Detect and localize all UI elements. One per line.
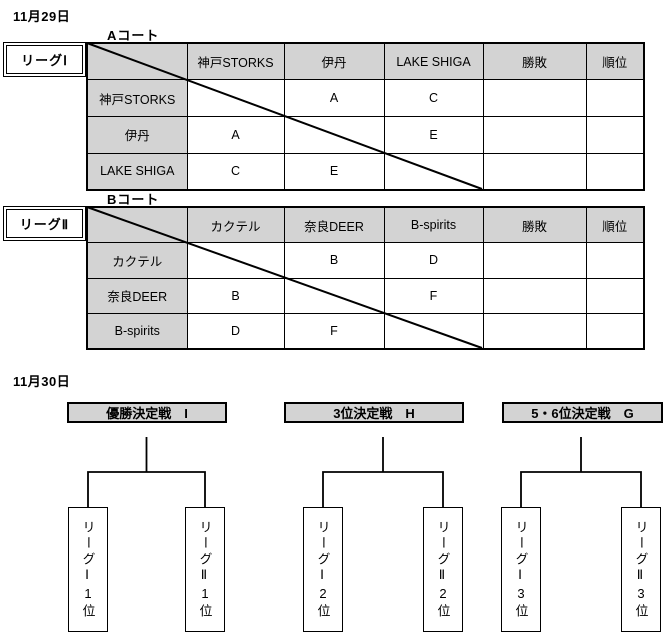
rank-cell xyxy=(585,116,645,154)
column-header: 奈良DEER xyxy=(283,206,385,243)
result-cell xyxy=(482,313,587,350)
table-row: カクテル 奈良DEER B-spirits 勝敗 順位 xyxy=(86,206,645,243)
match-cell: C xyxy=(186,152,285,191)
table-row: 神戸STORKS A C xyxy=(86,79,645,117)
rank-cell xyxy=(585,242,645,279)
match-cell: E xyxy=(283,152,385,191)
column-header: 神戸STORKS xyxy=(186,42,285,81)
final-title-5th-6th-place: 5・6位決定戦 G xyxy=(502,402,663,423)
table-row: 神戸STORKS 伊丹 LAKE SHIGA 勝敗 順位 xyxy=(86,42,645,81)
match-cell: E xyxy=(383,116,484,154)
table-row: 伊丹 A E xyxy=(86,116,645,154)
team-label: 神戸STORKS xyxy=(86,79,188,117)
rank-cell xyxy=(585,79,645,117)
diagonal-cell xyxy=(383,152,484,191)
result-cell xyxy=(482,152,587,191)
result-cell xyxy=(482,277,587,314)
column-header: 勝敗 xyxy=(482,42,587,81)
league2-name-box: リーグⅡ xyxy=(3,206,86,241)
rank-cell xyxy=(585,277,645,314)
diagonal-cell xyxy=(86,42,188,81)
column-header: LAKE SHIGA xyxy=(383,42,484,81)
match-cell: C xyxy=(383,79,484,117)
bracket2-left-slot: リーグⅠ2位 xyxy=(303,507,343,632)
diagonal-cell xyxy=(283,116,385,154)
team-label: カクテル xyxy=(86,242,188,279)
rank-cell xyxy=(585,152,645,191)
rank-cell xyxy=(585,313,645,350)
league1-name-box: リーグⅠ xyxy=(3,42,86,77)
diagonal-cell xyxy=(383,313,484,350)
bracket3-right-slot: リーグⅡ3位 xyxy=(621,507,661,632)
column-header: 順位 xyxy=(585,42,645,81)
date-day1: 11月29日 xyxy=(13,9,71,24)
result-cell xyxy=(482,242,587,279)
bracket3-left-slot: リーグⅠ3位 xyxy=(501,507,541,632)
column-header: カクテル xyxy=(186,206,285,243)
team-label: 伊丹 xyxy=(86,116,188,154)
court-b-label: Bコート xyxy=(107,192,160,207)
match-cell: A xyxy=(186,116,285,154)
team-label: 奈良DEER xyxy=(86,277,188,314)
team-label: B-spirits xyxy=(86,313,188,350)
table-row: 奈良DEER B F xyxy=(86,277,645,314)
match-cell: F xyxy=(383,277,484,314)
table-row: B-spirits D F xyxy=(86,313,645,350)
final-title-championship: 優勝決定戦 I xyxy=(67,402,227,423)
result-cell xyxy=(482,79,587,117)
diagonal-cell xyxy=(186,242,285,279)
table-row: カクテル B D xyxy=(86,242,645,279)
column-header: 勝敗 xyxy=(482,206,587,243)
league1-name: リーグⅠ xyxy=(6,45,83,74)
team-label: LAKE SHIGA xyxy=(86,152,188,191)
bracket1-left-slot: リーグⅠ1位 xyxy=(68,507,108,632)
match-cell: A xyxy=(283,79,385,117)
match-cell: B xyxy=(283,242,385,279)
match-cell: D xyxy=(186,313,285,350)
league2-table: カクテル 奈良DEER B-spirits 勝敗 順位 カクテル B D 奈良D… xyxy=(86,206,645,350)
league2-name: リーグⅡ xyxy=(6,209,83,238)
court-a-label: Aコート xyxy=(107,28,160,43)
bracket1-right-slot: リーグⅡ1位 xyxy=(185,507,225,632)
table-row: LAKE SHIGA C E xyxy=(86,152,645,191)
match-cell: B xyxy=(186,277,285,314)
date-day2: 11月30日 xyxy=(13,374,71,389)
bracket2-right-slot: リーグⅡ2位 xyxy=(423,507,463,632)
final-title-3rd-place: 3位決定戦 H xyxy=(284,402,464,423)
column-header: B-spirits xyxy=(383,206,484,243)
league1-table: 神戸STORKS 伊丹 LAKE SHIGA 勝敗 順位 神戸STORKS A … xyxy=(86,42,645,191)
match-cell: F xyxy=(283,313,385,350)
diagonal-cell xyxy=(186,79,285,117)
match-cell: D xyxy=(383,242,484,279)
diagonal-cell xyxy=(283,277,385,314)
column-header: 伊丹 xyxy=(283,42,385,81)
result-cell xyxy=(482,116,587,154)
diagonal-cell xyxy=(86,206,188,243)
column-header: 順位 xyxy=(585,206,645,243)
